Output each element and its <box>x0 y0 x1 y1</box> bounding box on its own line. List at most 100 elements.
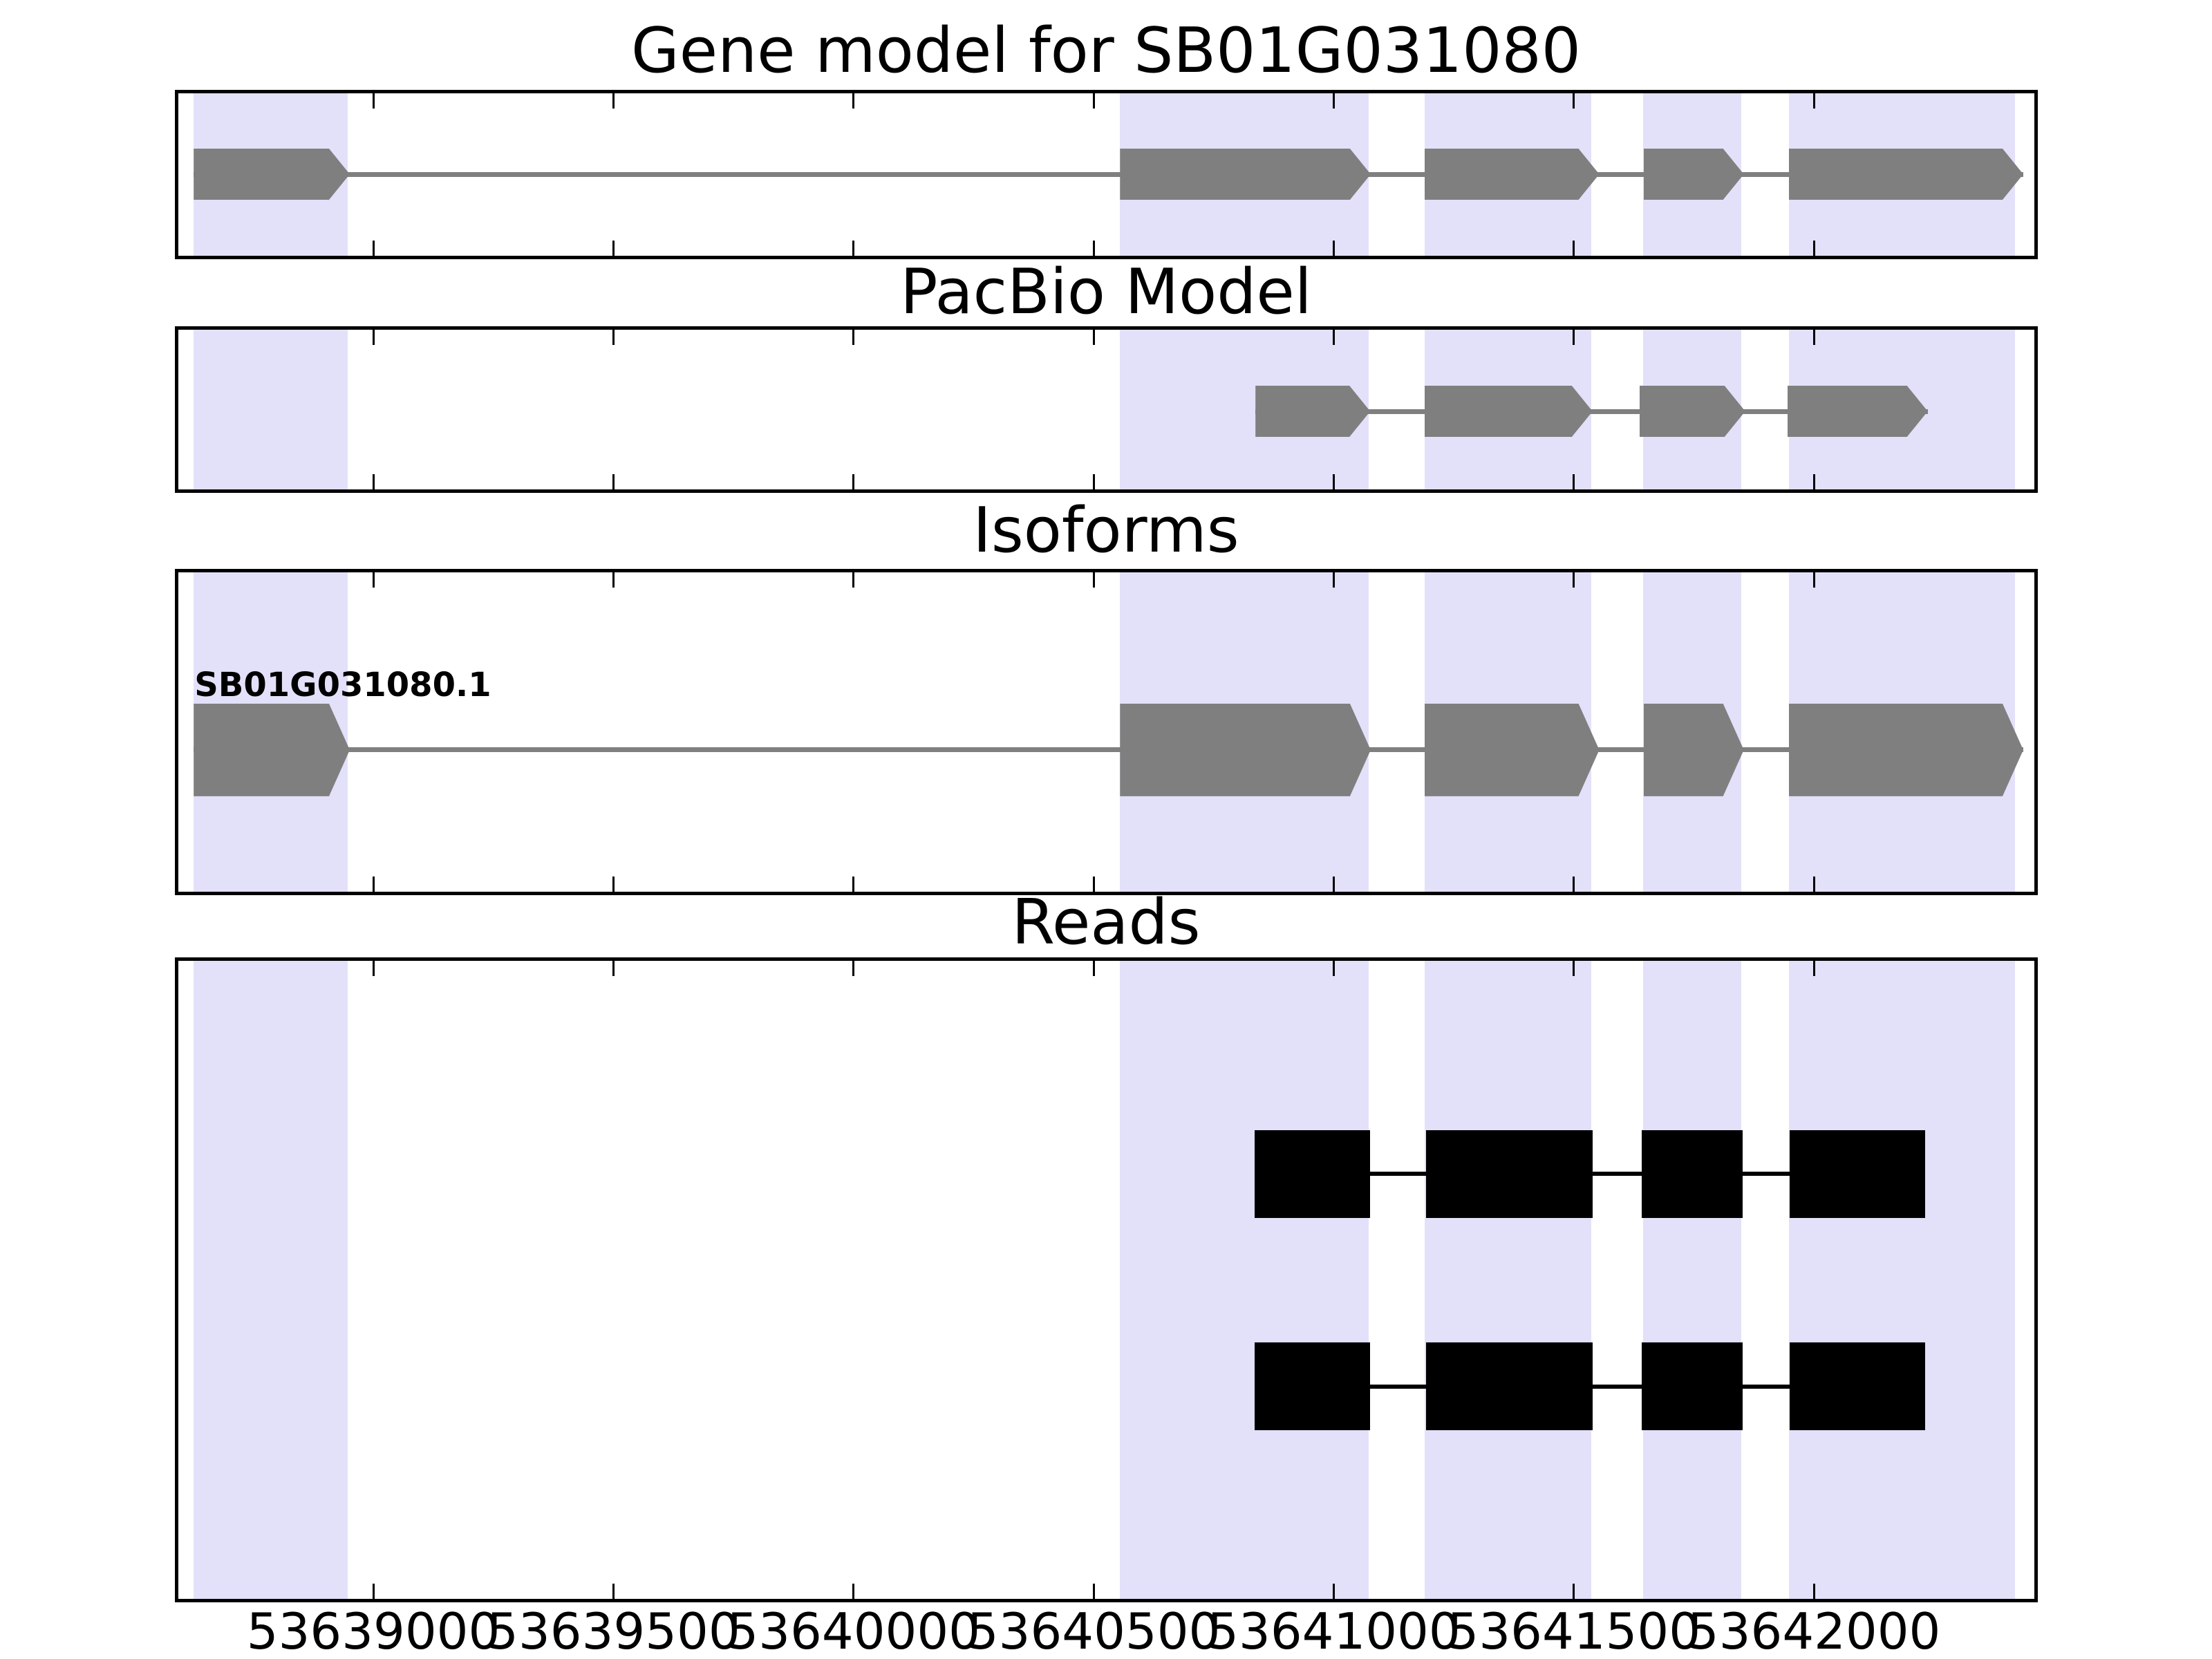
axis-tick <box>1092 330 1095 345</box>
axis-tick <box>852 330 855 345</box>
exon-arrow <box>1789 704 2023 796</box>
read-exon-box <box>1790 1342 1925 1431</box>
axis-tick <box>612 572 615 588</box>
x-axis-tick-label: 53640000 <box>727 1602 980 1659</box>
exon-arrow <box>1425 704 1600 796</box>
title-isoforms: Isoforms <box>973 494 1239 567</box>
axis-tick <box>852 877 855 892</box>
x-axis-tick-label: 53642000 <box>1687 1602 1941 1659</box>
panel-isoforms: SB01G031080.1 <box>175 569 2038 895</box>
axis-tick <box>1332 572 1335 588</box>
axis-tick <box>1812 93 1815 109</box>
intron-line <box>194 747 2023 753</box>
exon-highlight-band <box>1120 961 1369 1599</box>
axis-tick <box>1092 93 1095 109</box>
axis-tick <box>1573 877 1575 892</box>
transcript-label: SB01G031080.1 <box>194 665 491 704</box>
exon-arrow <box>1644 149 1744 200</box>
x-axis-tick-label: 53641500 <box>1447 1602 1701 1659</box>
axis-tick <box>1573 93 1575 109</box>
panel-gene-model <box>175 90 2038 259</box>
axis-tick <box>372 961 375 976</box>
panel-pacbio-model <box>175 326 2038 493</box>
axis-tick <box>1573 1584 1575 1599</box>
title-gene-model: Gene model for SB01G031080 <box>630 15 1582 87</box>
axis-tick <box>1573 572 1575 588</box>
axis-tick <box>612 330 615 345</box>
read-exon-box <box>1790 1130 1925 1218</box>
axis-tick <box>852 241 855 256</box>
axis-tick <box>372 572 375 588</box>
exon-arrow <box>1644 704 1744 796</box>
read-exon-box <box>1425 1130 1593 1218</box>
axis-tick <box>1332 93 1335 109</box>
exon-arrow <box>1789 149 2023 200</box>
axis-tick <box>852 474 855 489</box>
x-axis-tick-label: 53640500 <box>966 1602 1221 1659</box>
x-axis-tick-label: 53641000 <box>1207 1602 1461 1659</box>
exon-highlight-band <box>1424 961 1591 1599</box>
axis-tick <box>852 961 855 976</box>
exon-highlight-band <box>194 961 348 1599</box>
axis-tick <box>372 877 375 892</box>
axis-tick <box>372 93 375 109</box>
exon-highlight-band <box>1642 961 1741 1599</box>
axis-tick <box>1812 572 1815 588</box>
axis-tick <box>1092 961 1095 976</box>
axis-tick <box>1092 572 1095 588</box>
exon-arrow <box>194 149 350 200</box>
axis-tick <box>1812 474 1815 489</box>
axis-tick <box>1332 474 1335 489</box>
read-exon-box <box>1425 1342 1593 1431</box>
axis-tick <box>1332 330 1335 345</box>
read-exon-box <box>1642 1130 1743 1218</box>
read-exon-box <box>1642 1342 1743 1431</box>
axis-tick <box>1092 241 1095 256</box>
axis-tick <box>612 241 615 256</box>
axis-tick <box>852 572 855 588</box>
exon-arrow <box>1640 386 1745 437</box>
axis-tick <box>1812 330 1815 345</box>
axis-tick <box>372 474 375 489</box>
axis-tick <box>612 961 615 976</box>
axis-tick <box>1573 241 1575 256</box>
exon-arrow <box>1120 149 1371 200</box>
x-axis-tick-label: 53639000 <box>246 1602 500 1659</box>
axis-tick <box>612 93 615 109</box>
x-axis-tick-label: 53639500 <box>487 1602 740 1659</box>
axis-tick <box>1092 1584 1095 1599</box>
intron-line <box>194 171 2023 177</box>
exon-highlight-band <box>1789 961 2016 1599</box>
axis-tick <box>1092 877 1095 892</box>
exon-arrow <box>1425 149 1600 200</box>
axis-tick <box>612 1584 615 1599</box>
axis-tick <box>1812 1584 1815 1599</box>
axis-tick <box>612 877 615 892</box>
exon-arrow <box>1788 386 1928 437</box>
read-exon-box <box>1254 1130 1371 1218</box>
exon-highlight-band <box>194 330 348 489</box>
axis-tick <box>372 330 375 345</box>
axis-tick <box>1332 877 1335 892</box>
axis-tick <box>852 1584 855 1599</box>
axis-tick <box>1812 241 1815 256</box>
exon-arrow <box>1120 704 1371 796</box>
read-exon-box <box>1254 1342 1371 1431</box>
exon-arrow <box>1425 386 1593 437</box>
title-pacbio-model: PacBio Model <box>900 256 1312 328</box>
axis-tick <box>1092 474 1095 489</box>
axis-tick <box>1332 961 1335 976</box>
exon-arrow <box>194 704 350 796</box>
exon-arrow <box>1255 386 1370 437</box>
axis-tick <box>372 241 375 256</box>
axis-tick <box>1332 241 1335 256</box>
title-reads: Reads <box>1011 886 1201 959</box>
axis-tick <box>1573 474 1575 489</box>
axis-tick <box>1573 330 1575 345</box>
axis-tick <box>1573 961 1575 976</box>
axis-tick <box>372 1584 375 1599</box>
axis-tick <box>612 474 615 489</box>
panel-reads <box>175 957 2038 1602</box>
axis-tick <box>1812 961 1815 976</box>
